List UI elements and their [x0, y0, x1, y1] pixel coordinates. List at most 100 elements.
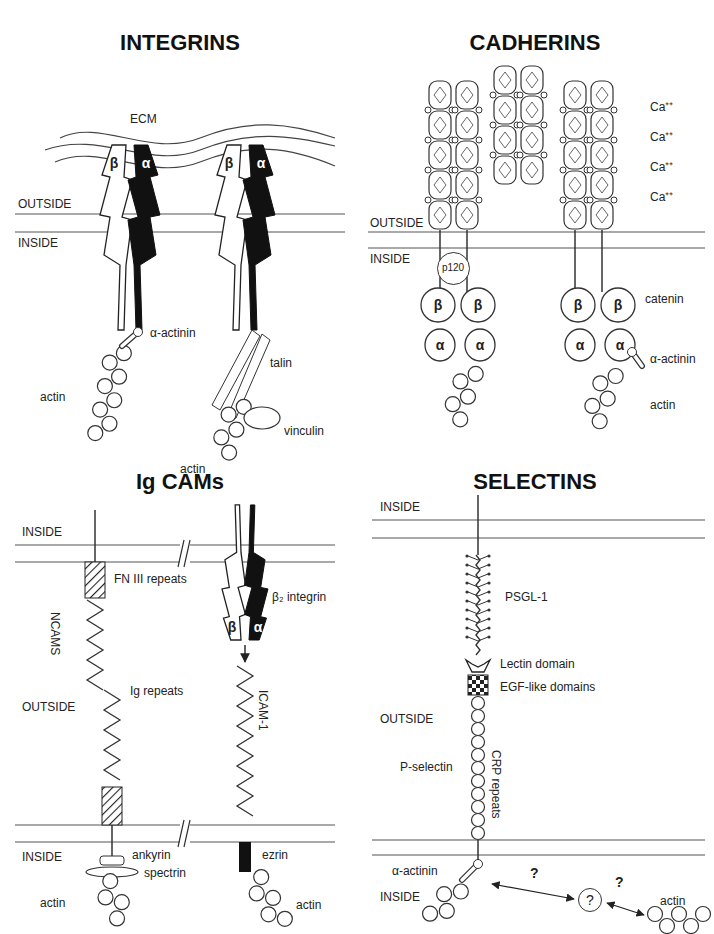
ankyrin-block: [100, 856, 124, 865]
membrane-line: [15, 544, 335, 545]
calcium-site: [425, 107, 431, 113]
actin-subunit: [266, 890, 281, 905]
part-label: α-actinin: [650, 352, 696, 366]
calcium-site: [476, 197, 482, 203]
membrane-line: [372, 537, 705, 538]
glycan-end: [487, 617, 490, 620]
cadherin-domain-fold: [434, 177, 446, 193]
panel-title: INTEGRINS: [120, 30, 240, 56]
cadherin-domain-fold: [569, 147, 581, 163]
actin-subunit: [460, 389, 475, 404]
actin-subunit: [222, 445, 237, 460]
calcium-site: [541, 152, 547, 158]
crp-repeat: [472, 736, 485, 749]
actin-subunit: [97, 379, 112, 394]
cadherin-domain: [494, 96, 516, 124]
illustration: [15, 66, 711, 934]
crp-repeat: [472, 775, 485, 788]
part-label: β₂ integrin: [272, 590, 326, 604]
crp-repeat: [472, 814, 485, 827]
cadherin-domain: [429, 111, 451, 139]
cadherin-domain: [456, 81, 478, 109]
calcium-site: [611, 107, 617, 113]
cadherin-domain-fold: [461, 177, 473, 193]
cadherin-domain: [564, 81, 586, 109]
cadherin-domain-fold: [499, 102, 511, 118]
cadherin-domain-fold: [499, 132, 511, 148]
glycan-branch: [468, 628, 478, 632]
membrane-break-mark: [178, 820, 184, 847]
actin-subunit: [468, 366, 483, 381]
glycan-branch: [478, 610, 488, 614]
glycan-end: [487, 635, 490, 638]
node-text: ?: [586, 893, 594, 907]
cadherin-domain-fold: [499, 72, 511, 88]
membrane-line: [368, 231, 705, 232]
unknown-link-arrow: [607, 903, 644, 915]
cadherin-domain: [456, 141, 478, 169]
part-label: ICAM-1: [256, 690, 270, 731]
subunit-letter: β: [614, 298, 623, 312]
part-label: INSIDE: [22, 850, 62, 864]
cadherin-domain: [429, 141, 451, 169]
calcium-site: [452, 107, 458, 113]
subunit-letter: ?: [530, 866, 539, 880]
cadherin-domain-fold: [526, 132, 538, 148]
ecm-fiber: [45, 136, 335, 155]
actin-subunit: [696, 907, 711, 922]
membrane-line: [15, 213, 345, 214]
cadherin-domain: [521, 66, 543, 94]
subunit-letter: α: [616, 338, 625, 352]
calcium-site: [452, 167, 458, 173]
fn3-repeat: [85, 562, 105, 598]
cadherin-domain-fold: [569, 177, 581, 193]
part-label: actin: [40, 390, 65, 404]
cadherin-domain-fold: [526, 72, 538, 88]
cadherin-domain-fold: [596, 147, 608, 163]
fn3-repeat: [102, 787, 122, 825]
actin-subunit: [277, 911, 292, 926]
calcium-site: [541, 92, 547, 98]
part-label: α-actinin: [150, 326, 196, 340]
part-label: actin: [40, 896, 65, 910]
part-label: INSIDE: [380, 890, 420, 904]
actin-subunit: [214, 430, 229, 445]
part-label: OUTSIDE: [380, 712, 433, 726]
ncam-tail: [111, 825, 113, 858]
glycan-branch: [468, 592, 478, 596]
calcium-site: [517, 152, 523, 158]
alpha-actinin-head: [474, 860, 483, 869]
calcium-site: [476, 167, 482, 173]
actin-subunit: [88, 426, 103, 441]
subunit-letter: α: [436, 338, 445, 352]
node-text: p120: [442, 263, 464, 273]
part-label: Ca⁺⁺: [650, 100, 673, 114]
subunit-letter: α: [257, 156, 266, 170]
part-label: OUTSIDE: [22, 700, 75, 714]
actin-subunit: [672, 907, 687, 922]
membrane-line: [368, 247, 705, 248]
cadherin-domain-fold: [461, 117, 473, 133]
cadherin-domain: [591, 111, 613, 139]
calcium-site: [452, 197, 458, 203]
cadherin-domain: [564, 141, 586, 169]
glycan-branch: [478, 592, 488, 596]
glycan-end: [465, 608, 468, 611]
part-label: α-actinin: [392, 864, 438, 878]
membrane-break-mark: [184, 820, 190, 847]
glycan-branch: [468, 610, 478, 614]
glycan-branch: [478, 601, 488, 605]
cadherin-tail: [574, 230, 576, 292]
crp-repeat: [472, 762, 485, 775]
cadherin-domain: [429, 171, 451, 199]
part-label: talin: [270, 356, 292, 370]
actin-subunit: [93, 402, 108, 417]
actin-subunit: [229, 422, 244, 437]
cadherin-domain: [494, 156, 516, 184]
part-label: NCAMS: [48, 612, 62, 655]
subunit-letter: β: [474, 298, 483, 312]
calcium-site: [425, 197, 431, 203]
part-label: INSIDE: [370, 252, 410, 266]
actin-subunit: [445, 397, 460, 412]
